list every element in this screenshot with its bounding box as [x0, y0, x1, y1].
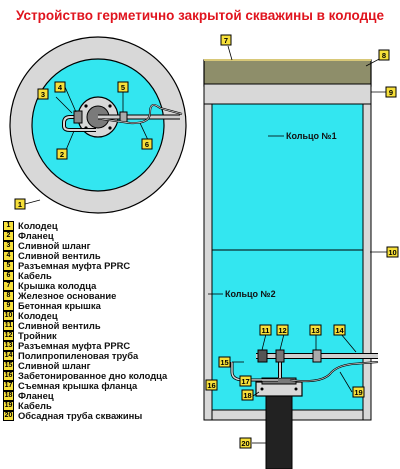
- legend-number: 13: [3, 341, 14, 351]
- legend-text: Сливной вентиль: [18, 320, 101, 331]
- coupling-side: [312, 349, 322, 363]
- svg-text:7: 7: [224, 36, 228, 45]
- legend-item: 8 Железное основание: [3, 291, 167, 301]
- legend-item: 13 Разъемная муфта PPRC: [3, 341, 167, 351]
- svg-text:1: 1: [18, 200, 22, 209]
- svg-text:2: 2: [60, 150, 64, 159]
- legend-number: 3: [3, 241, 14, 251]
- legend-text: Колодец: [18, 310, 58, 321]
- svg-text:18: 18: [243, 391, 251, 400]
- legend-text: Сливной вентиль: [18, 250, 101, 261]
- legend-text: Кабель: [18, 400, 52, 411]
- legend-item: 11 Сливной вентиль: [3, 321, 167, 331]
- legend-number: 9: [3, 301, 14, 311]
- svg-text:12: 12: [278, 326, 286, 335]
- legend-number: 12: [3, 331, 14, 341]
- legend-text: Обсадная труба скважины: [18, 410, 143, 421]
- drain-valve-side: [257, 349, 268, 363]
- svg-text:13: 13: [311, 326, 319, 335]
- svg-text:14: 14: [335, 326, 344, 335]
- legend-text: Полипропиленовая труба: [18, 350, 139, 361]
- legend-item: 6 Кабель: [3, 271, 167, 281]
- legend-number: 4: [3, 251, 14, 261]
- legend-item: 10 Колодец: [3, 311, 167, 321]
- legend-number: 16: [3, 371, 14, 381]
- svg-text:19: 19: [354, 388, 362, 397]
- svg-text:9: 9: [389, 88, 393, 97]
- coupling-top: [119, 111, 128, 123]
- svg-text:10: 10: [388, 248, 396, 257]
- legend-number: 10: [3, 311, 14, 321]
- legend-item: 16 Забетонированное дно колодца: [3, 371, 167, 381]
- svg-text:6: 6: [145, 140, 149, 149]
- legend-item: 18 Фланец: [3, 391, 167, 401]
- legend-item: 12 Тройник: [3, 331, 167, 341]
- svg-text:5: 5: [121, 83, 125, 92]
- legend-item: 9 Бетонная крышка: [3, 301, 167, 311]
- svg-text:15: 15: [220, 358, 228, 367]
- legend-number: 6: [3, 271, 14, 281]
- legend-text: Фланец: [18, 230, 54, 241]
- legend-number: 1: [3, 221, 14, 231]
- diagram-title: Устройство герметично закрытой скважины …: [16, 8, 384, 23]
- casing-pipe: [265, 391, 293, 469]
- legend-item: 4 Сливной вентиль: [3, 251, 167, 261]
- svg-text:3: 3: [41, 90, 45, 99]
- legend-text: Разъемная муфта PPRC: [18, 340, 131, 351]
- legend-number: 18: [3, 391, 14, 401]
- well-lid: [203, 59, 372, 87]
- legend-item: 20 Обсадная труба скважины: [3, 411, 167, 421]
- legend-number: 14: [3, 351, 14, 361]
- svg-text:20: 20: [241, 439, 249, 448]
- legend-item: 14 Полипропиленовая труба: [3, 351, 167, 361]
- legend-item: 17 Съемная крышка фланца: [3, 381, 167, 391]
- legend-text: Железное основание: [18, 290, 117, 301]
- number-tags: 1 2 3 4 5 6 7 8 9 10 11 12 13 14 15 16 1…: [14, 34, 399, 449]
- legend-text: Тройник: [18, 330, 57, 341]
- svg-text:17: 17: [241, 377, 249, 386]
- legend-number: 17: [3, 381, 14, 391]
- wall-left: [203, 83, 213, 421]
- ring2-label: Кольцо №2: [225, 289, 276, 299]
- legend-text: Сливной шланг: [18, 240, 91, 251]
- legend-text: Колодец: [18, 220, 58, 231]
- legend-number: 5: [3, 261, 14, 271]
- legend-number: 15: [3, 361, 14, 371]
- legend-item: 7 Крышка колодца: [3, 281, 167, 291]
- legend-text: Фланец: [18, 390, 54, 401]
- legend-number: 19: [3, 401, 14, 411]
- svg-text:4: 4: [58, 83, 63, 92]
- legend-item: 15 Сливной шланг: [3, 361, 167, 371]
- legend-item: 3 Сливной шланг: [3, 241, 167, 251]
- svg-text:16: 16: [207, 381, 215, 390]
- drain-valve-top: [73, 110, 83, 124]
- legend-text: Съемная крышка фланца: [18, 380, 138, 391]
- legend-number: 20: [3, 411, 14, 421]
- svg-text:11: 11: [262, 326, 270, 335]
- legend-text: Кабель: [18, 270, 52, 281]
- legend-text: Разъемная муфта PPRC: [18, 260, 131, 271]
- tee-side: [275, 349, 285, 363]
- legend-text: Сливной шланг: [18, 360, 91, 371]
- legend-number: 2: [3, 231, 14, 241]
- legend-item: 1 Колодец: [3, 221, 167, 231]
- well-water-side: [211, 103, 364, 411]
- wall-right: [362, 83, 372, 421]
- legend-item: 19 Кабель: [3, 401, 167, 411]
- legend-number: 7: [3, 281, 14, 291]
- legend-number: 8: [3, 291, 14, 301]
- top-view: [9, 36, 187, 214]
- legend-text: Бетонная крышка: [18, 300, 101, 311]
- legend-text: Крышка колодца: [18, 280, 97, 291]
- legend-text: Забетонированное дно колодца: [18, 370, 168, 381]
- ring1-label: Кольцо №1: [286, 131, 337, 141]
- concrete-cover: [203, 83, 372, 105]
- side-view: [203, 59, 379, 469]
- legend-item: 5 Разъемная муфта PPRC: [3, 261, 167, 271]
- legend-number: 11: [3, 321, 14, 331]
- legend-item: 2 Фланец: [3, 231, 167, 241]
- svg-text:8: 8: [382, 51, 386, 60]
